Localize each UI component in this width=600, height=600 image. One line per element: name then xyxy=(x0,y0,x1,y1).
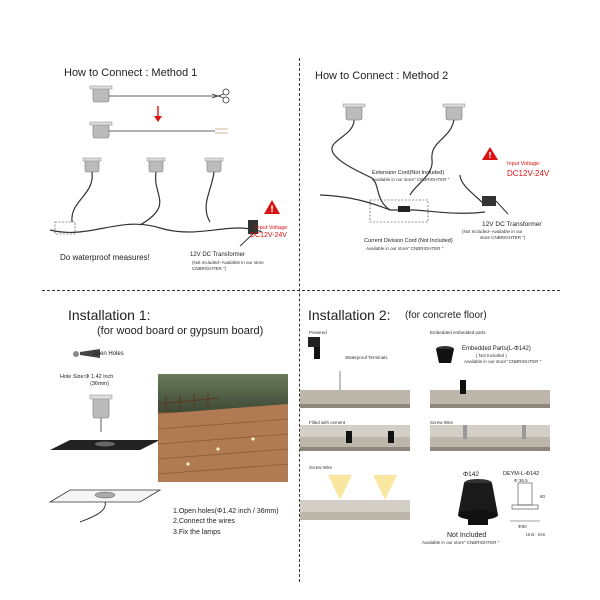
method2-transformer-label: 12V DC Transformer xyxy=(482,221,542,228)
method2-input-voltage-label: Input Voltage: xyxy=(507,161,541,167)
horizontal-divider xyxy=(42,290,560,291)
method1-input-voltage-value: DC12V-24V xyxy=(250,232,287,239)
scissors-icon xyxy=(211,88,230,104)
install2-embedded-not-included: ( Not Included ) xyxy=(476,353,507,358)
method2-title: How to Connect : Method 2 xyxy=(315,70,449,82)
wiring xyxy=(49,171,263,234)
install2-subtitle: (for concrete floor) xyxy=(405,310,487,321)
lamp-1 xyxy=(82,157,102,173)
transformer-icon-m2 xyxy=(482,196,509,215)
install2-filled-cement: Filled with cement xyxy=(309,420,346,425)
method2-extension-note: Available in our store" CNBRIGHTER " xyxy=(372,177,450,182)
install2-diagram xyxy=(300,337,550,525)
method1-transformer-label: 12V DC Transformer xyxy=(190,252,246,258)
lamp-m2-right xyxy=(442,103,466,121)
warning-icon: ! xyxy=(264,200,280,215)
lamp-stripped xyxy=(89,121,228,139)
svg-text:!: ! xyxy=(488,151,492,160)
install2-dim-1: Φ 36.5 xyxy=(514,478,528,483)
method1-waterproof-label: Do waterproof measures! xyxy=(60,253,150,262)
install2-prewired: Prewired xyxy=(309,330,327,335)
method1-transformer-note: (Not Included--Available in our store xyxy=(192,260,264,265)
install2-not-included-store: Available in our store" CNBRIGHTER " xyxy=(422,540,500,545)
lamp-in-hole xyxy=(89,394,113,432)
method2-division-cord: Current Division Cord (Not Included) xyxy=(364,238,453,244)
transformer-icon xyxy=(239,220,258,247)
install2-deym: DEYM-L-Φ142 xyxy=(503,471,540,477)
lamp-3 xyxy=(204,157,224,173)
method2-transformer-note: (Not Included--Available in our xyxy=(462,229,523,234)
division-cord-box xyxy=(369,199,429,223)
method1-input-voltage-label: Input Voltage: xyxy=(255,225,289,231)
install2-embedded-parts: Embedded Parts(L-Φ142) xyxy=(462,346,531,352)
install2-screw-wire-2: Screw Wire xyxy=(309,465,333,470)
install2-embedded-parts-label: Embedded embedded parts xyxy=(430,330,486,335)
install2-screw-wire: Screw Wire xyxy=(430,420,454,425)
step-embedded xyxy=(430,346,550,408)
wiring-m2 xyxy=(319,119,486,214)
install2-unit: Unit : mm xyxy=(526,532,546,537)
install2-waterproof-terminals: Waterproof Terminals xyxy=(345,355,388,360)
method1-diagram: ! xyxy=(49,85,280,247)
method2-division-note: Available in our store" CNBRIGHTER " xyxy=(366,246,444,251)
embedded-part-icon xyxy=(458,479,498,525)
install1-open-holes: Open Holes xyxy=(92,351,124,357)
down-arrow-icon xyxy=(154,106,162,122)
method2-diagram: ! xyxy=(319,103,509,223)
install1-step-2: 2.Connect the wires xyxy=(173,518,235,525)
lamp-2 xyxy=(146,157,166,173)
install2-dim-2: 60 xyxy=(540,494,546,499)
waterproof-box xyxy=(54,221,76,235)
lamp-dimension-drawing xyxy=(510,482,540,522)
lamp-m2-left xyxy=(342,103,366,121)
warning-icon-m2: ! xyxy=(482,147,498,160)
step-screw-wire xyxy=(430,425,550,451)
wood-deck-illustration xyxy=(158,393,288,482)
method2-input-voltage-value: DC12V-24V xyxy=(507,169,550,178)
vertical-divider xyxy=(299,58,300,582)
install2-not-included: Not Included xyxy=(447,532,487,539)
install2-title: Installation 2: xyxy=(308,307,391,323)
install1-hole-size-mm: (36mm) xyxy=(90,381,109,387)
method1-title: How to Connect : Method 1 xyxy=(64,67,198,79)
install1-hole-size: Hole Size:Φ 1.42 inch xyxy=(60,374,114,380)
install2-dim-3: Φ50 xyxy=(518,524,527,529)
install2-phi142: Φ142 xyxy=(463,471,480,478)
install2-embedded-store: Available in our store" CNBRIGHTER " xyxy=(464,359,542,364)
step-filled-cement xyxy=(300,425,410,451)
step-prewired xyxy=(300,337,410,408)
install1-step-3: 3.Fix the lamps xyxy=(173,529,221,536)
method1-transformer-store: CNBRIGHTER ") xyxy=(192,266,227,271)
division-connector xyxy=(398,206,410,212)
step-lit xyxy=(300,475,410,520)
board-2 xyxy=(48,489,162,523)
install1-title: Installation 1: xyxy=(68,307,151,323)
install1-step-1: 1.Open holes(Φ1.42 inch / 36mm) xyxy=(173,508,279,515)
lamp-top xyxy=(89,85,220,103)
install1-diagram xyxy=(48,349,162,523)
install1-subtitle: (for wood board or gypsum board) xyxy=(97,325,264,337)
svg-text:!: ! xyxy=(270,205,274,215)
drill-icon xyxy=(73,349,100,358)
method2-extension-cord: Extension Cord(Not Included) xyxy=(372,170,445,176)
board-1 xyxy=(50,440,160,450)
wood-deck-photo xyxy=(158,374,288,482)
method2-transformer-store: store CNBRIGHTER ") xyxy=(480,235,526,240)
